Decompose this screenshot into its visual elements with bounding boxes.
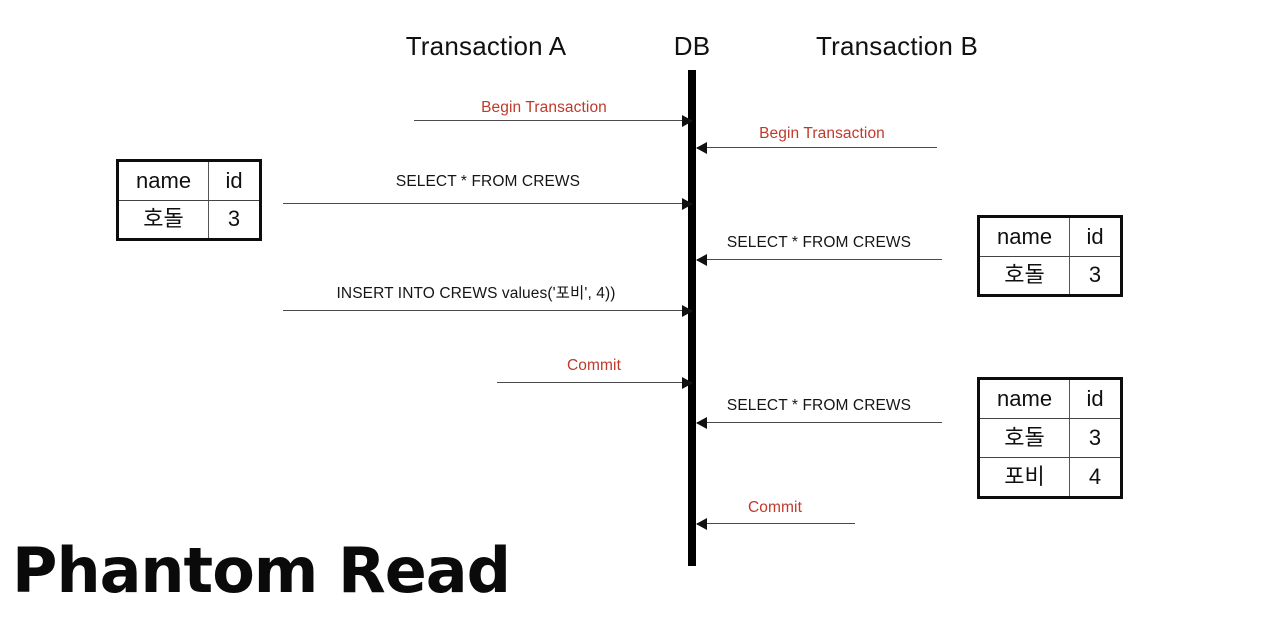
column-header-transaction-a: Transaction A xyxy=(406,33,567,59)
arrow-head-icon xyxy=(696,416,707,429)
arrow-shaft xyxy=(414,120,692,121)
table-cell: 4 xyxy=(1069,457,1120,496)
arrow-head-icon xyxy=(682,304,693,317)
label-a-begin-transaction: Begin Transaction xyxy=(481,99,607,116)
label-b-commit: Commit xyxy=(748,499,802,516)
label-a-commit: Commit xyxy=(567,357,621,374)
table-cell: 호돌 xyxy=(980,255,1071,294)
arrow-head-icon xyxy=(682,376,693,389)
table-header-cell: name xyxy=(980,218,1071,257)
page-title: Phantom Read xyxy=(12,534,511,607)
label-b-select-1: SELECT * FROM CREWS xyxy=(726,234,912,251)
label-a-insert: INSERT INTO CREWS values('포비', 4)) xyxy=(336,285,616,302)
arrow-shaft xyxy=(697,523,855,524)
db-lifeline xyxy=(688,70,696,566)
arrow-head-icon xyxy=(682,197,693,210)
table-cell: 포비 xyxy=(980,457,1071,496)
arrow-shaft xyxy=(697,422,942,423)
column-header-transaction-b: Transaction B xyxy=(816,33,978,59)
table-cell: 3 xyxy=(208,199,259,238)
arrow-shaft xyxy=(697,147,937,148)
table-cell: 3 xyxy=(1069,417,1120,459)
table-cell: 호돌 xyxy=(119,199,210,238)
table-cell: 호돌 xyxy=(980,417,1071,459)
label-a-select-1: SELECT * FROM CREWS xyxy=(395,173,581,190)
table-header-cell: id xyxy=(208,162,259,201)
column-header-transaction-a-label: Transaction A xyxy=(405,31,567,61)
table-header-cell: name xyxy=(980,380,1071,419)
arrow-shaft xyxy=(697,259,942,260)
column-header-transaction-b-label: Transaction B xyxy=(815,31,979,61)
arrow-shaft xyxy=(283,310,692,311)
label-b-begin-transaction: Begin Transaction xyxy=(759,125,885,142)
arrow-head-icon xyxy=(696,141,707,154)
arrow-head-icon xyxy=(696,253,707,266)
column-header-db: DB xyxy=(674,33,711,59)
label-b-select-2: SELECT * FROM CREWS xyxy=(726,397,912,414)
arrow-shaft xyxy=(283,203,692,204)
table-header-cell: id xyxy=(1069,380,1120,419)
arrow-shaft xyxy=(497,382,692,383)
arrow-head-icon xyxy=(682,114,693,127)
table-header-cell: id xyxy=(1069,218,1120,257)
arrow-head-icon xyxy=(696,517,707,530)
column-header-db-label: DB xyxy=(673,31,711,61)
table-cell: 3 xyxy=(1069,255,1120,294)
table-header-cell: name xyxy=(119,162,210,201)
